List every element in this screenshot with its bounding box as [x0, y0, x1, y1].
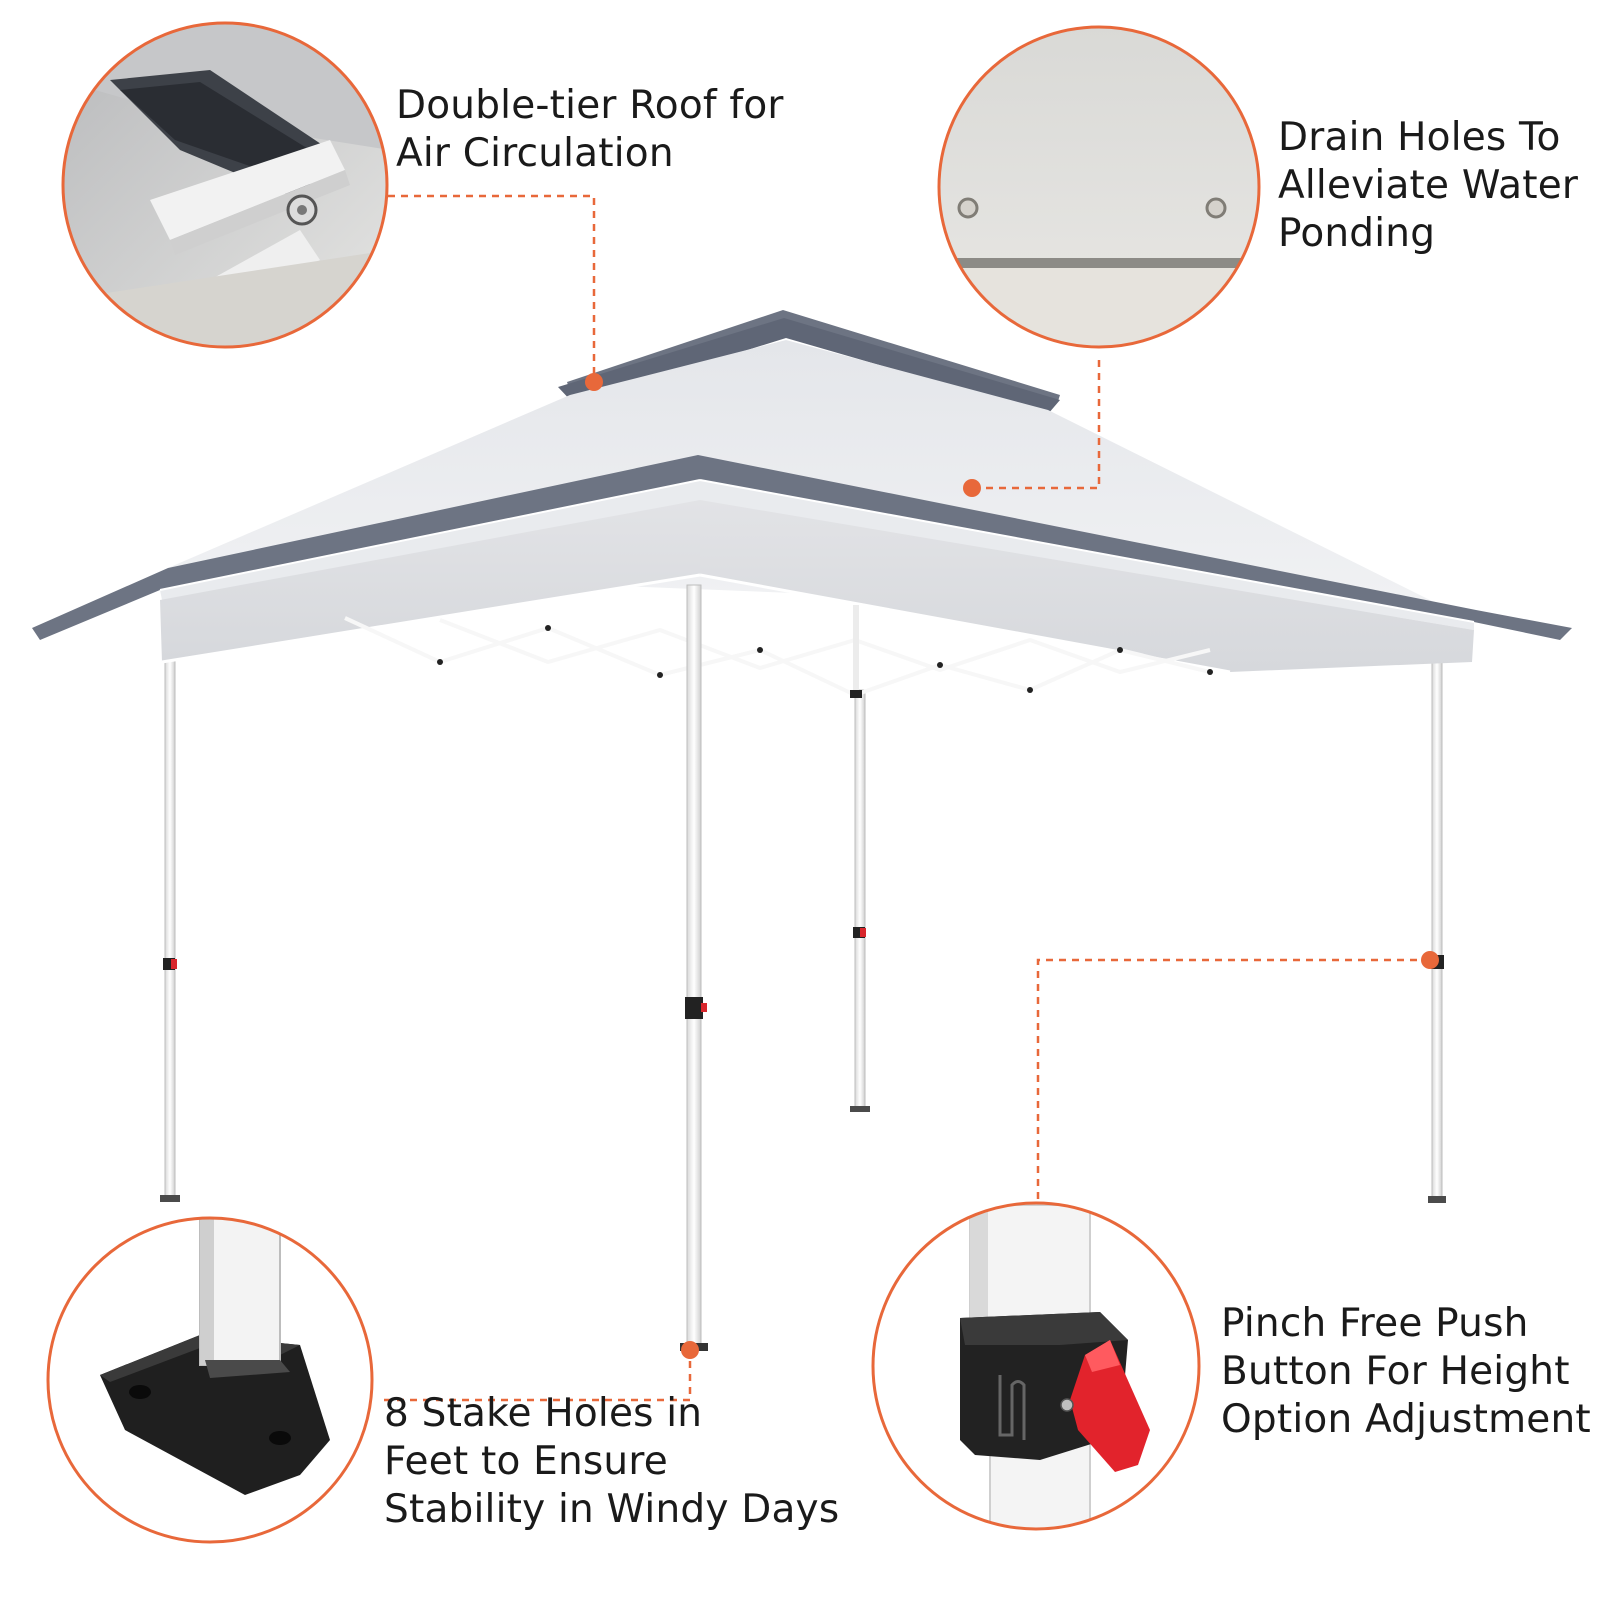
callout-feet-text: 8 Stake Holes in Feet to Ensure Stabilit…: [384, 1390, 839, 1534]
button-detail: [871, 1201, 1201, 1531]
callout-push-line-2: Button For Height: [1221, 1349, 1570, 1394]
callout-roof-line-2: Air Circulation: [396, 131, 674, 176]
callout-drain-line-1: Drain Holes To: [1278, 115, 1561, 160]
callout-drain-text: Drain Holes To Alleviate Water Ponding: [1278, 114, 1578, 258]
vent-detail: [61, 21, 389, 349]
callout-drain-line-3: Ponding: [1278, 211, 1436, 256]
callout-feet-line-3: Stability in Windy Days: [384, 1487, 840, 1532]
front-leg: [680, 584, 708, 1351]
callout-push-line-1: Pinch Free Push: [1221, 1301, 1529, 1346]
drain-detail: [937, 25, 1261, 349]
callout-push-text: Pinch Free Push Button For Height Option…: [1221, 1300, 1591, 1444]
callout-roof-text: Double-tier Roof for Air Circulation: [396, 82, 784, 178]
canopy-top: [32, 310, 1572, 698]
callout-feet-line-2: Feet to Ensure: [384, 1439, 668, 1484]
callout-feet-line-1: 8 Stake Holes in: [384, 1391, 703, 1436]
callout-drain-line-2: Alleviate Water: [1278, 163, 1579, 208]
callout-leaders: [384, 194, 1430, 1402]
callout-push-line-3: Option Adjustment: [1221, 1397, 1591, 1442]
callout-dots: [585, 373, 1439, 1359]
foot-detail: [46, 1216, 374, 1544]
back-legs: [160, 659, 1446, 1203]
callout-roof-line-1: Double-tier Roof for: [396, 83, 784, 128]
